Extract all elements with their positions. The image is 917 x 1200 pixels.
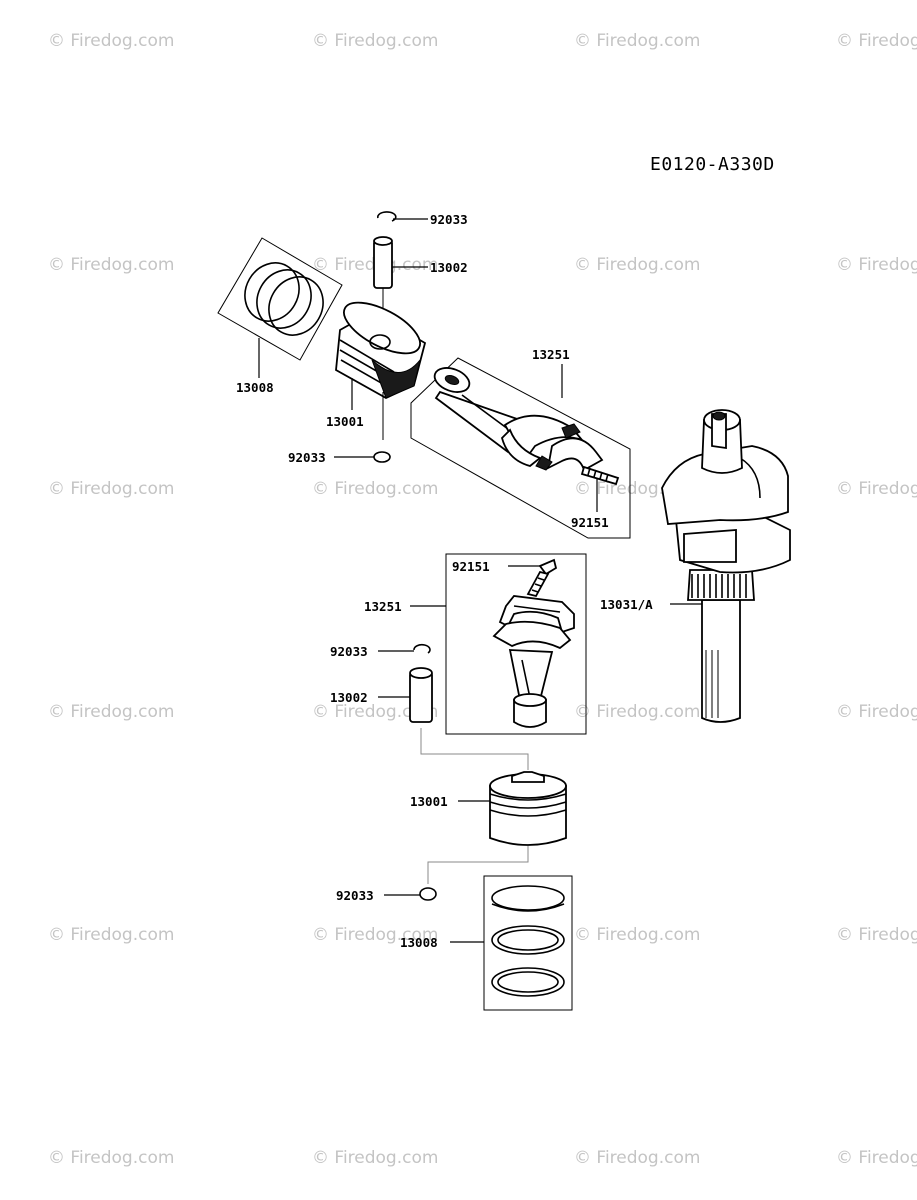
watermark: © Firedog.com [836,479,917,499]
callout-13001-bottom: 13001 [410,794,448,809]
watermark: © Firedog.com [574,925,700,945]
bottom-connecting-rod-part [410,553,587,735]
watermark: © Firedog.com [312,479,438,499]
callout-13001-top: 13001 [326,414,364,429]
top-connecting-rod-part [410,357,631,539]
top-snap-ring-part [377,211,428,222]
bottom-piston-part [427,771,567,884]
watermark: © Firedog.com [312,1148,438,1168]
watermark: © Firedog.com [836,702,917,722]
watermark: © Firedog.com [574,1148,700,1168]
watermark: © Firedog.com [836,1148,917,1168]
bottom-snap-ring-part [378,643,431,654]
watermark: © Firedog.com [48,255,174,275]
watermark: © Firedog.com [48,31,174,51]
callout-13002-bottom: 13002 [330,690,368,705]
callout-92033-bottom-lower: 92033 [336,888,374,903]
watermark: © Firedog.com [48,925,174,945]
crankshaft-part [661,409,791,723]
bottom-ring-set-part [450,875,573,1011]
callout-13251-top: 13251 [532,347,570,362]
top-ring-set-part [217,237,343,378]
watermark: © Firedog.com [836,31,917,51]
watermark: © Firedog.com [836,925,917,945]
bottom-piston-pin-part [378,667,529,770]
callout-13251-bottom: 13251 [364,599,402,614]
callout-92151-bottom: 92151 [452,559,490,574]
callout-13002-top: 13002 [430,260,468,275]
callout-13008-top: 13008 [236,380,274,395]
watermark: © Firedog.com [574,31,700,51]
watermark: © Firedog.com [48,479,174,499]
watermark: © Firedog.com [574,702,700,722]
top-lower-snap-ring-part [334,451,391,463]
callout-92151-top: 92151 [571,515,609,530]
callout-92033-bottom: 92033 [330,644,368,659]
top-piston-pin-part [373,236,428,316]
top-piston-part [335,301,427,440]
callout-92033-top: 92033 [430,212,468,227]
bottom-lower-snap-ring-part [384,887,437,901]
watermark-layer: © Firedog.com © Firedog.com © Firedog.co… [48,31,917,1168]
callout-13008-bottom: 13008 [400,935,438,950]
watermark: © Firedog.com [836,255,917,275]
watermark: © Firedog.com [48,1148,174,1168]
watermark: © Firedog.com [48,702,174,722]
watermark: © Firedog.com [312,31,438,51]
watermark: © Firedog.com [312,702,438,722]
callout-13031a: 13031/A [600,597,653,612]
callout-92033-top-lower: 92033 [288,450,326,465]
watermark: © Firedog.com [312,925,438,945]
diagram-code: E0120-A330D [650,154,775,175]
watermark: © Firedog.com [574,255,700,275]
